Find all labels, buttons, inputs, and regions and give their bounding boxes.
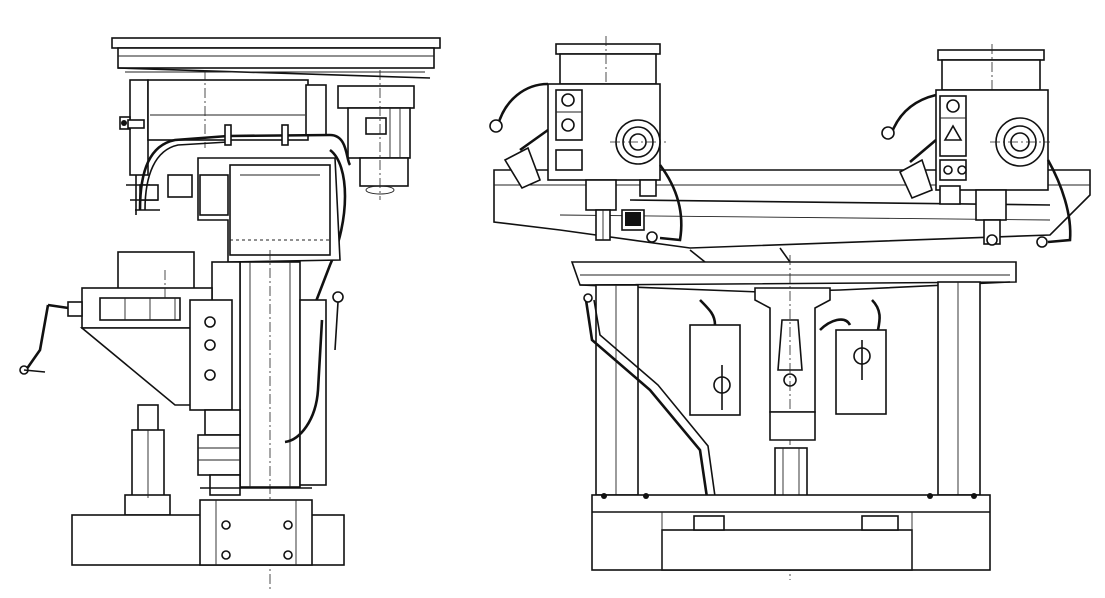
side-knee [79, 251, 233, 411]
side-cable [284, 291, 344, 444]
front-view [489, 36, 1091, 580]
side-top-table [111, 37, 441, 79]
front-head-right-lever [881, 93, 1072, 248]
side-view [19, 37, 441, 590]
side-base [71, 487, 345, 566]
side-gearbox [167, 157, 341, 263]
front-head-right [935, 89, 1050, 246]
front-head-left-top [555, 36, 661, 240]
side-motor [337, 70, 415, 200]
front-columns [595, 281, 981, 496]
front-base [591, 493, 991, 571]
side-left-fittings [119, 116, 160, 215]
front-right-box [819, 299, 887, 415]
side-elevating-screw [124, 404, 171, 516]
front-head-left-lever [489, 82, 683, 243]
front-left-box [689, 299, 741, 416]
front-diagonal-pipe [583, 293, 719, 519]
side-hand-crank [19, 301, 83, 375]
side-lower-drive [197, 409, 241, 496]
front-head-left [547, 83, 666, 241]
